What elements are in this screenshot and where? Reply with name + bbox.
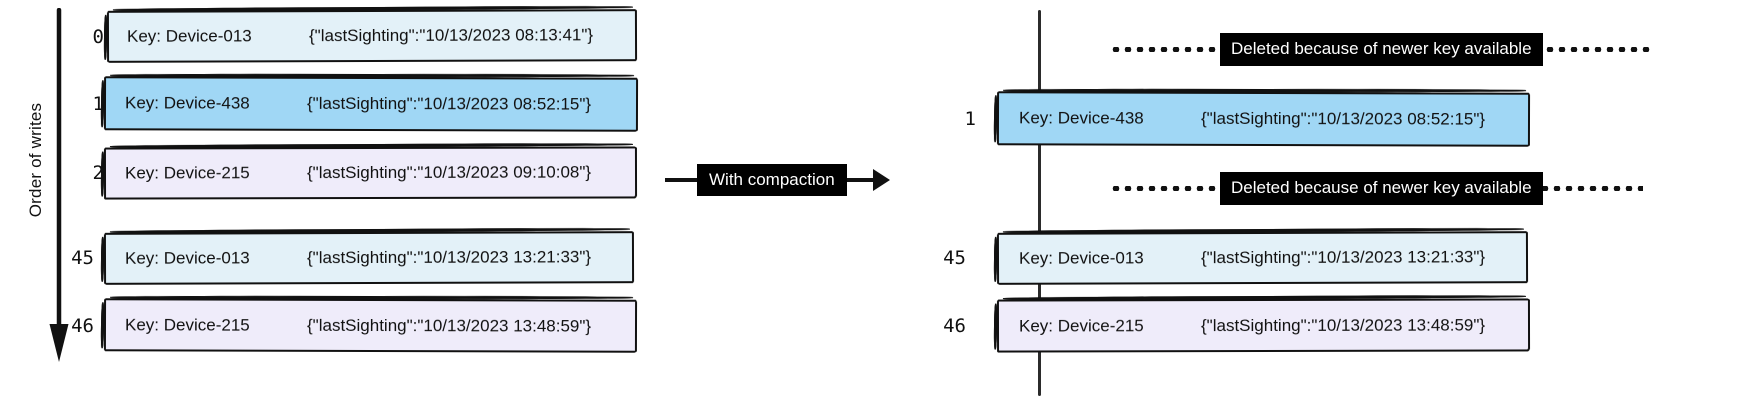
arrow-head-line [846, 178, 873, 182]
record-value: {"lastSighting":"10/13/2023 13:48:59"} [1200, 315, 1486, 335]
deleted-annotation: Deleted because of newer key available [1108, 172, 1643, 205]
row-index: 1 [92, 93, 104, 115]
row-index: 2 [92, 162, 104, 184]
dotted-line-right [1542, 185, 1643, 191]
row-index: 46 [943, 315, 966, 337]
row-index: 45 [71, 247, 94, 269]
with-compaction-label: With compaction [697, 164, 847, 196]
down-arrow-icon [49, 8, 69, 362]
dotted-line-right [1542, 46, 1653, 52]
record-box[interactable]: Key: Device-013 {"lastSighting":"10/13/2… [106, 9, 638, 63]
deleted-label: Deleted because of newer key available [1220, 33, 1543, 66]
record-value: {"lastSighting":"10/13/2023 08:52:15"} [306, 93, 592, 114]
record-value: {"lastSighting":"10/13/2023 08:13:41"} [308, 25, 594, 46]
record-box[interactable]: Key: Device-013 {"lastSighting":"10/13/2… [996, 231, 1529, 285]
record-box[interactable]: Key: Device-215 {"lastSighting":"10/13/2… [103, 146, 638, 200]
row-index: 46 [71, 315, 94, 337]
record-key: Key: Device-013 [124, 248, 250, 268]
dotted-line-left [1108, 185, 1220, 191]
panel-divider [1038, 10, 1041, 396]
order-of-writes-label: Order of writes [26, 102, 45, 218]
deleted-annotation: Deleted because of newer key available [1108, 33, 1653, 66]
deleted-label: Deleted because of newer key available [1220, 172, 1543, 205]
record-key: Key: Device-215 [1018, 315, 1144, 336]
arrow-tail-line [665, 178, 697, 182]
record-box[interactable]: Key: Device-215 {"lastSighting":"10/13/2… [103, 298, 638, 353]
record-box[interactable]: Key: Device-438 {"lastSighting":"10/13/2… [996, 91, 1531, 147]
right-arrow-icon [872, 169, 890, 191]
record-key: Key: Device-215 [124, 314, 250, 335]
record-box[interactable]: Key: Device-215 {"lastSighting":"10/13/2… [996, 298, 1531, 353]
record-key: Key: Device-215 [124, 163, 250, 183]
record-key: Key: Device-438 [124, 93, 250, 113]
row-index: 0 [92, 26, 104, 48]
record-value: {"lastSighting":"10/13/2023 13:48:59"} [306, 315, 592, 336]
with-compaction-arrow: With compaction [665, 164, 890, 196]
record-key: Key: Device-013 [126, 26, 252, 46]
dotted-line-left [1108, 46, 1220, 52]
record-key: Key: Device-013 [1018, 248, 1144, 268]
row-index: 45 [943, 247, 966, 269]
record-value: {"lastSighting":"10/13/2023 13:21:33"} [306, 247, 592, 268]
record-box[interactable]: Key: Device-013 {"lastSighting":"10/13/2… [103, 231, 635, 285]
record-value: {"lastSighting":"10/13/2023 13:21:33"} [1200, 247, 1486, 268]
record-key: Key: Device-438 [1018, 108, 1144, 128]
record-value: {"lastSighting":"10/13/2023 08:52:15"} [1200, 108, 1486, 129]
record-value: {"lastSighting":"10/13/2023 09:10:08"} [306, 162, 592, 183]
record-box[interactable]: Key: Device-438 {"lastSighting":"10/13/2… [103, 76, 639, 132]
row-index: 1 [964, 108, 976, 130]
